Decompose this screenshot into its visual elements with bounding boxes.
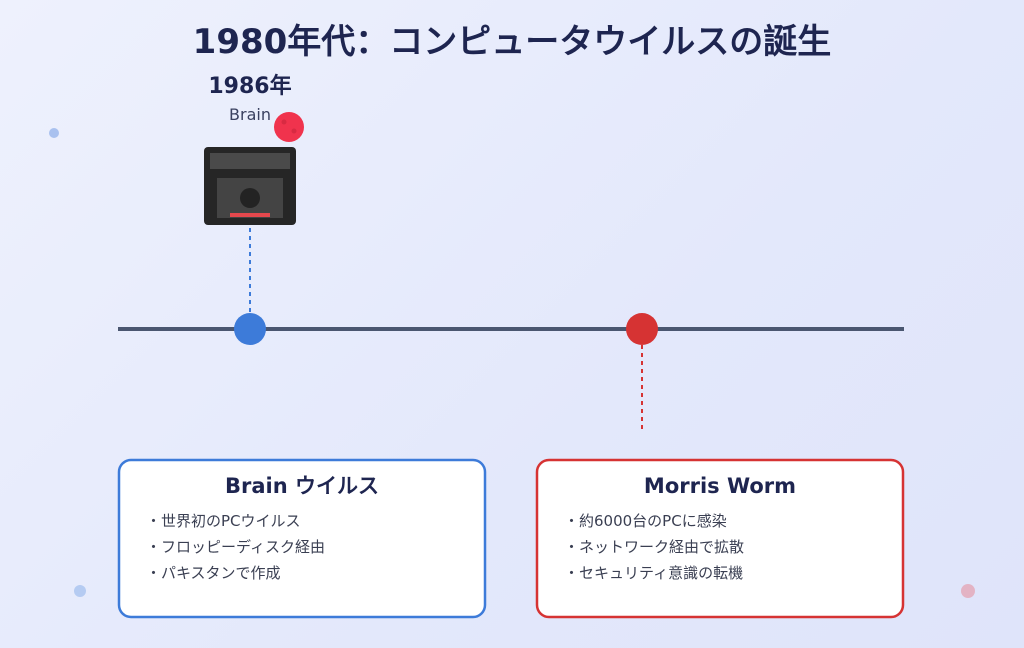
event-name: Brain [229,105,271,124]
timeline-marker-brain[interactable] [234,313,266,345]
card-item: ・フロッピーディスク経由 [146,538,325,556]
card-item: ・ネットワーク経由で拡散 [564,538,744,556]
event-year: 1986年 [208,73,291,99]
card-title: Brain ウイルス [225,474,379,498]
card-morris: Morris Worm ・約6000台のPCに感染 ・ネットワーク経由で拡散 ・… [535,458,905,619]
decor-dot [49,128,59,138]
card-item: ・世界初のPCウイルス [146,512,301,530]
card-brain: Brain ウイルス ・世界初のPCウイルス ・フロッピーディスク経由 ・パキス… [117,458,487,619]
card-title: Morris Worm [644,474,796,498]
card-item: ・パキスタンで作成 [146,564,281,582]
card-item: ・セキュリティ意識の転機 [564,564,743,582]
decor-dot [74,585,86,597]
timeline-marker-morris[interactable] [626,313,658,345]
floppy-disk-icon [204,147,296,225]
decor-dot [961,584,975,598]
virus-icon [274,112,304,142]
card-item: ・約6000台のPCに感染 [564,512,727,530]
page-title: 1980年代：コンピュータウイルスの誕生 [193,22,832,62]
